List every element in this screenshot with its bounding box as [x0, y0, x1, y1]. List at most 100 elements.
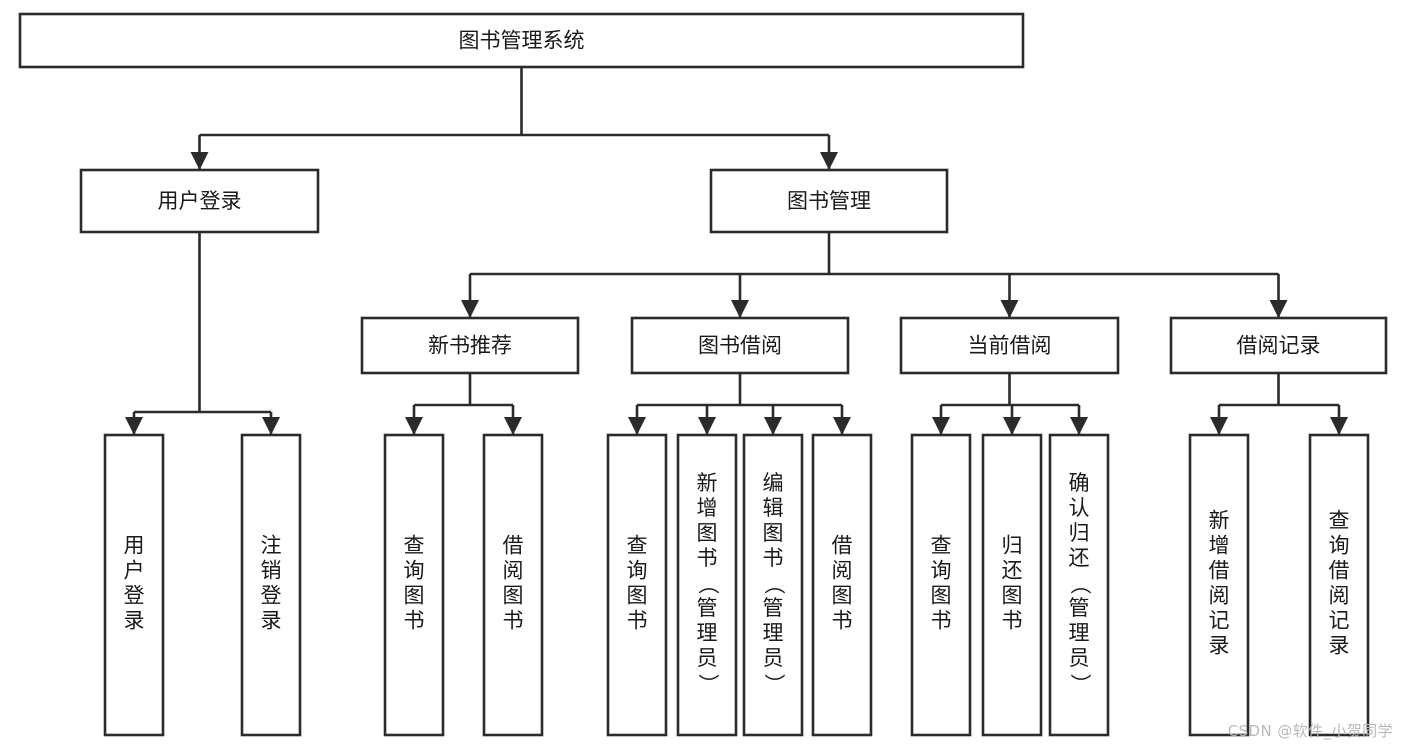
- node-box-current-borrow: [899, 316, 1120, 375]
- node-user-login[interactable]: 用户登录: [79, 168, 320, 234]
- node-box-user-login: [79, 168, 320, 234]
- node-box-leaf-bb-query: [606, 433, 668, 737]
- node-label-leaf-bb-add-char-5: 管: [697, 596, 718, 620]
- node-label-leaf-bb-add-char-8: ）: [696, 674, 720, 695]
- connector-arrowhead-l2-1-3: [1269, 300, 1288, 318]
- node-box-leaf-user-logout: [240, 433, 302, 737]
- node-box-root: [18, 12, 1025, 69]
- node-label-leaf-bb-add-char-6: 理: [697, 621, 718, 645]
- connector-arrowhead-l3-1-2-0: [932, 417, 950, 435]
- node-book-borrow[interactable]: 图书借阅: [630, 316, 850, 375]
- node-label-leaf-nbr-query-char-1: 询: [404, 559, 425, 583]
- node-label-leaf-nbr-query-char-0: 查: [404, 534, 425, 558]
- node-label-leaf-bb-add-char-3: 书: [697, 546, 718, 570]
- node-label-leaf-bb-query-char-2: 图: [627, 584, 648, 608]
- node-label-leaf-cb-query-char-2: 图: [931, 584, 952, 608]
- node-box-leaf-bb-borrow: [811, 433, 873, 737]
- node-label-leaf-br-query-char-1: 询: [1329, 534, 1350, 558]
- connector-arrowhead-root-0: [190, 152, 209, 170]
- connector-arrowhead-l3-1-2-1: [1003, 417, 1021, 435]
- node-label-leaf-cb-confirm-char-7: 员: [1069, 646, 1090, 670]
- node-label-leaf-cb-confirm-char-1: 认: [1069, 496, 1090, 520]
- node-book-manage[interactable]: 图书管理: [709, 168, 949, 234]
- node-label-leaf-bb-query-char-0: 查: [627, 534, 648, 558]
- node-box-leaf-nbr-query: [383, 433, 445, 737]
- node-label-leaf-bb-add-char-1: 增: [697, 496, 718, 520]
- node-box-new-book-rec: [360, 316, 580, 375]
- node-label-leaf-bb-edit-char-8: ）: [762, 674, 786, 695]
- connector-arrowhead-l3-1-1-2: [764, 417, 782, 435]
- node-label-leaf-cb-return-char-3: 书: [1002, 609, 1023, 633]
- node-label-leaf-cb-confirm-char-2: 归: [1069, 521, 1090, 545]
- node-box-leaf-br-query: [1308, 433, 1370, 737]
- connector-arrowhead-l3-1-1-3: [833, 417, 851, 435]
- node-label-leaf-bb-edit-char-7: 员: [763, 646, 784, 670]
- node-label-leaf-br-add-char-1: 增: [1209, 534, 1230, 558]
- node-label-leaf-nbr-borrow-char-2: 图: [503, 584, 524, 608]
- connector-arrowhead-l2-1-1: [731, 300, 749, 318]
- node-label-leaf-bb-edit-char-6: 理: [763, 621, 784, 645]
- node-label-new-book-rec: 新书推荐: [428, 334, 512, 358]
- node-new-book-rec[interactable]: 新书推荐: [360, 316, 580, 375]
- node-label-leaf-cb-return-char-0: 归: [1002, 534, 1023, 558]
- connector-arrowhead-l3-1-0-1: [504, 417, 522, 435]
- node-label-leaf-bb-borrow-char-2: 图: [832, 584, 853, 608]
- node-label-leaf-bb-edit-char-1: 辑: [763, 496, 784, 520]
- node-label-leaf-bb-edit-char-5: 管: [763, 596, 784, 620]
- node-root[interactable]: 图书管理系统: [18, 12, 1025, 69]
- connector-arrowhead-l2-0-1: [262, 417, 280, 435]
- node-label-leaf-br-query-char-0: 查: [1329, 509, 1350, 533]
- node-label-borrow-record: 借阅记录: [1237, 334, 1321, 358]
- node-label-leaf-br-add-char-2: 借: [1209, 559, 1230, 583]
- node-label-leaf-user-logout-char-1: 销: [261, 559, 282, 583]
- node-borrow-record[interactable]: 借阅记录: [1169, 316, 1388, 375]
- node-label-leaf-br-query-char-2: 借: [1329, 559, 1350, 583]
- node-box-book-manage: [709, 168, 949, 234]
- node-box-leaf-nbr-borrow: [482, 433, 544, 737]
- node-label-leaf-cb-return-char-1: 还: [1002, 559, 1023, 583]
- node-label-leaf-bb-edit-char-2: 图: [763, 521, 784, 545]
- node-label-leaf-nbr-borrow-char-3: 书: [503, 609, 524, 633]
- node-box-leaf-cb-confirm: [1048, 433, 1110, 737]
- node-label-leaf-cb-return-char-2: 图: [1002, 584, 1023, 608]
- node-label-leaf-bb-edit-char-3: 书: [763, 546, 784, 570]
- connector-arrowhead-l3-1-3-0: [1210, 417, 1228, 435]
- node-label-leaf-cb-query-char-3: 书: [931, 609, 952, 633]
- connector-arrowhead-l3-1-1-0: [628, 417, 646, 435]
- node-current-borrow[interactable]: 当前借阅: [899, 316, 1120, 375]
- node-label-leaf-bb-borrow-char-1: 阅: [832, 559, 853, 583]
- node-leaf-user-login[interactable]: 用户登录: [103, 433, 165, 737]
- node-label-leaf-bb-add-char-7: 员: [697, 646, 718, 670]
- node-label-leaf-br-add-char-3: 阅: [1209, 584, 1230, 608]
- node-label-leaf-cb-query-char-1: 询: [931, 559, 952, 583]
- node-label-leaf-bb-edit-char-4: （: [762, 574, 786, 595]
- connector-arrowhead-l3-1-2-2: [1070, 417, 1088, 435]
- node-label-leaf-cb-confirm-char-4: （: [1068, 574, 1092, 595]
- node-label-user-login: 用户登录: [158, 189, 242, 213]
- node-label-leaf-user-login-char-2: 登: [124, 584, 145, 608]
- node-label-leaf-br-query-char-3: 阅: [1329, 584, 1350, 608]
- node-layer: 图书管理系统用户登录用户登录注销登录图书管理新书推荐查询图书借阅图书图书借阅查询…: [18, 12, 1388, 737]
- node-box-leaf-bb-add: [676, 433, 738, 737]
- node-label-leaf-nbr-borrow-char-1: 阅: [503, 559, 524, 583]
- node-label-leaf-user-login-char-1: 户: [124, 559, 145, 583]
- node-box-book-borrow: [630, 316, 850, 375]
- node-label-leaf-user-login-char-3: 录: [124, 609, 145, 633]
- node-box-leaf-cb-query: [910, 433, 972, 737]
- node-label-leaf-cb-confirm-char-6: 理: [1069, 621, 1090, 645]
- node-label-leaf-bb-borrow-char-0: 借: [832, 534, 853, 558]
